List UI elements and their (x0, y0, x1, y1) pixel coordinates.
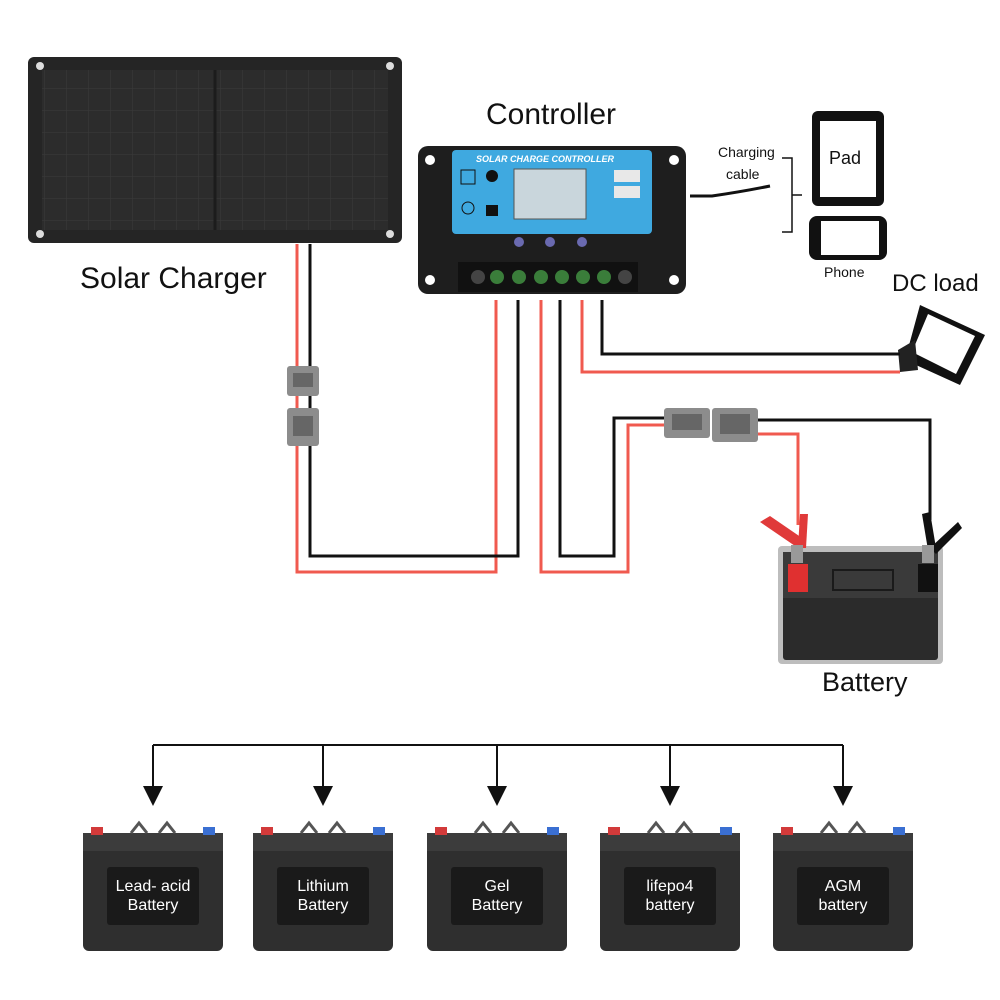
negative-terminal (547, 827, 559, 835)
negative-terminal (373, 827, 385, 835)
battery-lid (427, 833, 567, 851)
positive-terminal (261, 827, 273, 835)
wire-controller-to-load (580, 300, 900, 374)
battery-type-line1: lifepo4 (646, 878, 693, 895)
battery-lid (253, 833, 393, 851)
controller-label: Controller (486, 98, 616, 131)
lock-icon (486, 205, 498, 216)
battery-label-plate (797, 867, 889, 925)
battery-type-line2: battery (819, 897, 868, 914)
carry-handle-icon (473, 820, 521, 834)
device-bracket (782, 157, 802, 233)
usb-port-icon (614, 186, 640, 198)
positive-terminal (608, 827, 620, 835)
battery-label-plate (624, 867, 716, 925)
charging-cable-label-1: Charging (718, 144, 775, 160)
charge-controller: SOLAR CHARGE CONTROLLER (418, 146, 686, 294)
negative-terminal (203, 827, 215, 835)
battery-lid (773, 833, 913, 851)
battery-type-line1: Gel (485, 878, 510, 895)
carry-handle-icon (819, 820, 867, 834)
positive-terminal (435, 827, 447, 835)
battery-type-line1: Lithium (297, 878, 349, 895)
battery-lid (83, 833, 223, 851)
battery-label: Battery (822, 667, 908, 697)
timer-icon (461, 201, 475, 215)
button-menu[interactable] (514, 237, 524, 247)
wire-controller-to-battery (539, 300, 932, 574)
carry-handle-icon (646, 820, 694, 834)
battery-type-card: lifepo4 battery (600, 820, 740, 951)
positive-terminal (781, 827, 793, 835)
controller-face-label: SOLAR CHARGE CONTROLLER (476, 154, 614, 164)
anderson-connector-battery (664, 408, 758, 442)
battery-type-line1: AGM (825, 878, 861, 895)
phone-label: Phone (824, 264, 865, 280)
battery-type-tree (143, 744, 853, 806)
battery-type-line1: Lead- acid (116, 878, 191, 895)
usb-cable (690, 184, 771, 198)
battery-type-line2: Battery (298, 897, 349, 914)
red-clamp-icon (760, 514, 808, 563)
black-clamp-icon (922, 512, 962, 563)
battery-label-plate (451, 867, 543, 925)
phone-icon (809, 216, 887, 260)
solar-panel (28, 57, 402, 243)
pad-label: Pad (829, 148, 861, 168)
main-battery (778, 546, 943, 664)
battery-type-card: AGM battery (773, 820, 913, 951)
anderson-connector-solar (287, 366, 319, 446)
carry-handle-icon (299, 820, 347, 834)
dc-load-label: DC load (892, 270, 979, 297)
charging-cable-label-2: cable (726, 166, 760, 182)
dc-load-lamp (898, 305, 985, 385)
mcu-icon (460, 169, 476, 185)
battery-label-plate (107, 867, 199, 925)
gear-icon (486, 170, 498, 182)
solar-charger-label: Solar Charger (80, 262, 267, 295)
button-down[interactable] (577, 237, 587, 247)
button-up[interactable] (545, 237, 555, 247)
battery-type-line2: battery (646, 897, 695, 914)
battery-label-plate (277, 867, 369, 925)
positive-terminal (91, 827, 103, 835)
battery-type-line2: Battery (128, 897, 179, 914)
tablet-icon (812, 111, 884, 206)
carry-handle-icon (129, 820, 177, 834)
battery-lid (600, 833, 740, 851)
negative-terminal (720, 827, 732, 835)
battery-type-line2: Battery (472, 897, 523, 914)
battery-type-row: Lead- acidBatteryLithiumBatteryGelBatter… (83, 820, 913, 951)
negative-terminal (893, 827, 905, 835)
